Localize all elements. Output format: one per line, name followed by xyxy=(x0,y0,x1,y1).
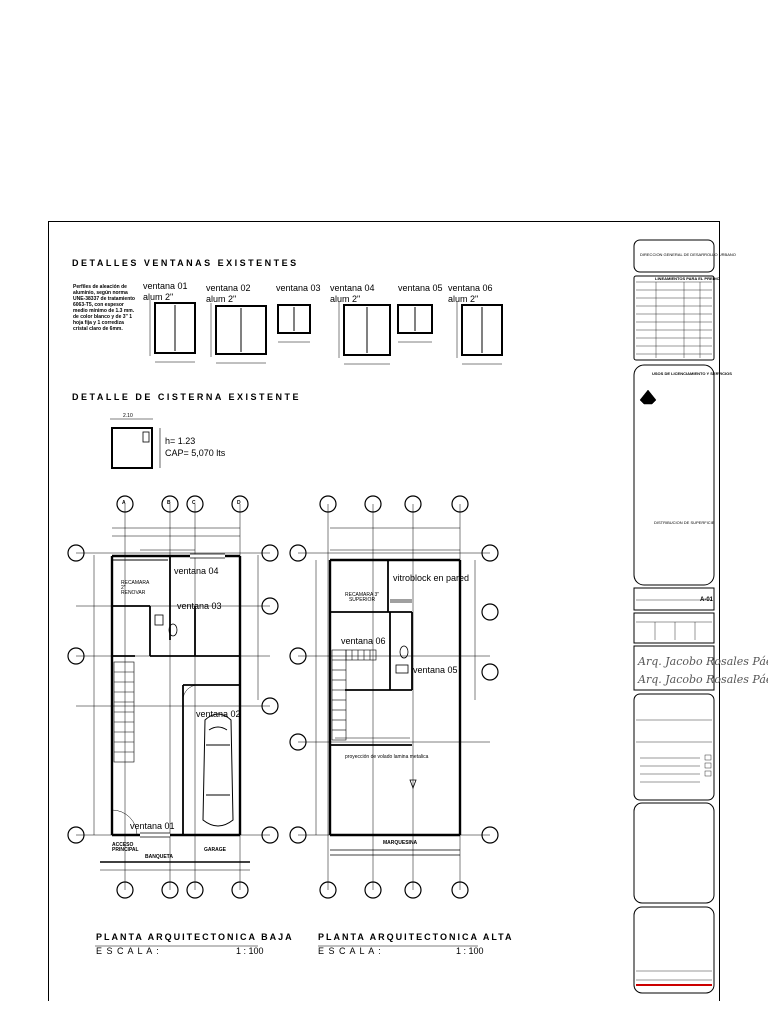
title-table-grid xyxy=(636,281,712,981)
sheet-number: A-01 xyxy=(700,597,714,603)
window-05-label: ventana 05 xyxy=(398,283,443,293)
signature-2: Arq. Jacobo Rosales Páez R. xyxy=(638,673,768,686)
title-block-distribution: DISTRIBUCION DE SUPERFICIE xyxy=(654,520,715,525)
lower-banqueta-label: BANQUETA xyxy=(145,854,173,860)
window-04-dim: alum 2" xyxy=(330,294,361,304)
cistern-capacity: CAP= 5,070 lts xyxy=(165,448,226,458)
window-01-dim: alum 2" xyxy=(143,292,174,302)
window-elevation-06 xyxy=(456,302,503,365)
lower-plan-scale-label: E S C A L A : xyxy=(96,946,160,956)
cistern-width-dim: 2.10 xyxy=(123,413,133,419)
lower-room-label: RECAMARA 2" RENOVAR xyxy=(121,580,150,596)
title-block-header: DIRECCION GENERAL DE DESARROLLO URBANO xyxy=(640,252,736,257)
upper-plan-scale-label: E S C A L A : xyxy=(318,946,382,956)
window-04-label: ventana 04 xyxy=(330,283,375,293)
window-02-dim: alum 2" xyxy=(206,294,237,304)
upper-plan-scale-value: 1 : 100 xyxy=(456,946,484,956)
upper-room-label: RECAMARA 3" SUPERIOR xyxy=(345,592,380,603)
window-03-label: ventana 03 xyxy=(276,283,321,293)
upper-ventana-05: ventana 05 xyxy=(413,665,458,675)
lower-plan-linework xyxy=(67,495,279,899)
axis-label-b: B xyxy=(167,500,171,506)
window-06-label: ventana 06 xyxy=(448,283,493,293)
upper-plan-caption: PLANTA ARQUITECTONICA ALTA xyxy=(318,932,514,942)
axis-label-c: C xyxy=(192,500,196,506)
cistern-plan xyxy=(110,418,161,469)
cistern-height: h= 1.23 xyxy=(165,436,196,446)
lower-garage-label: GARAGE xyxy=(204,847,226,853)
lower-ventana-01: ventana 01 xyxy=(130,821,175,831)
lower-ventana-02: ventana 02 xyxy=(196,709,241,719)
car-icon xyxy=(202,713,234,827)
window-01-label: ventana 01 xyxy=(143,281,188,291)
axis-label-d: D xyxy=(237,500,241,506)
upper-plan-linework xyxy=(289,495,499,899)
upper-ventana-06: ventana 06 xyxy=(341,636,386,646)
drawing-sheet xyxy=(48,221,720,1001)
lower-acceso-label: ACCESO PRINCIPAL xyxy=(112,842,139,853)
window-02-label: ventana 02 xyxy=(206,283,251,293)
signature-1: Arq. Jacobo Rosales Páez R. xyxy=(638,655,768,668)
window-06-dim: alum 2" xyxy=(448,294,479,304)
windows-section-title: DETALLES VENTANAS EXISTENTES xyxy=(72,258,299,268)
lower-ventana-04: ventana 04 xyxy=(174,566,219,576)
lower-ventana-03: ventana 03 xyxy=(177,601,222,611)
window-elevation-01 xyxy=(149,300,196,363)
lower-plan-caption: PLANTA ARQUITECTONICA BAJA xyxy=(96,932,294,942)
upper-proyeccion: proyección de volado lamina metalica xyxy=(345,754,429,760)
window-elevation-04 xyxy=(338,302,391,365)
window-elevation-02 xyxy=(210,303,267,364)
axis-label-a: A xyxy=(122,500,126,506)
window-spec-note: Perfiles de aleación de aluminio, según … xyxy=(73,284,135,332)
lower-plan-scale-value: 1 : 100 xyxy=(236,946,264,956)
cistern-section-title: DETALLE DE CISTERNA EXISTENTE xyxy=(72,392,302,402)
upper-marquesina: MARQUESINA xyxy=(383,840,418,846)
title-block-section2: USOS DE LICENCIAMIENTO Y SERVICIOS xyxy=(652,371,732,376)
window-elevation-03 xyxy=(277,304,311,343)
window-elevation-05 xyxy=(397,304,433,343)
title-block-table-title: LINEAMIENTOS PARA EL PREDIO xyxy=(655,276,720,281)
upper-vitroblock: vitroblock en pared xyxy=(393,573,470,583)
title-block-frames xyxy=(633,239,715,994)
